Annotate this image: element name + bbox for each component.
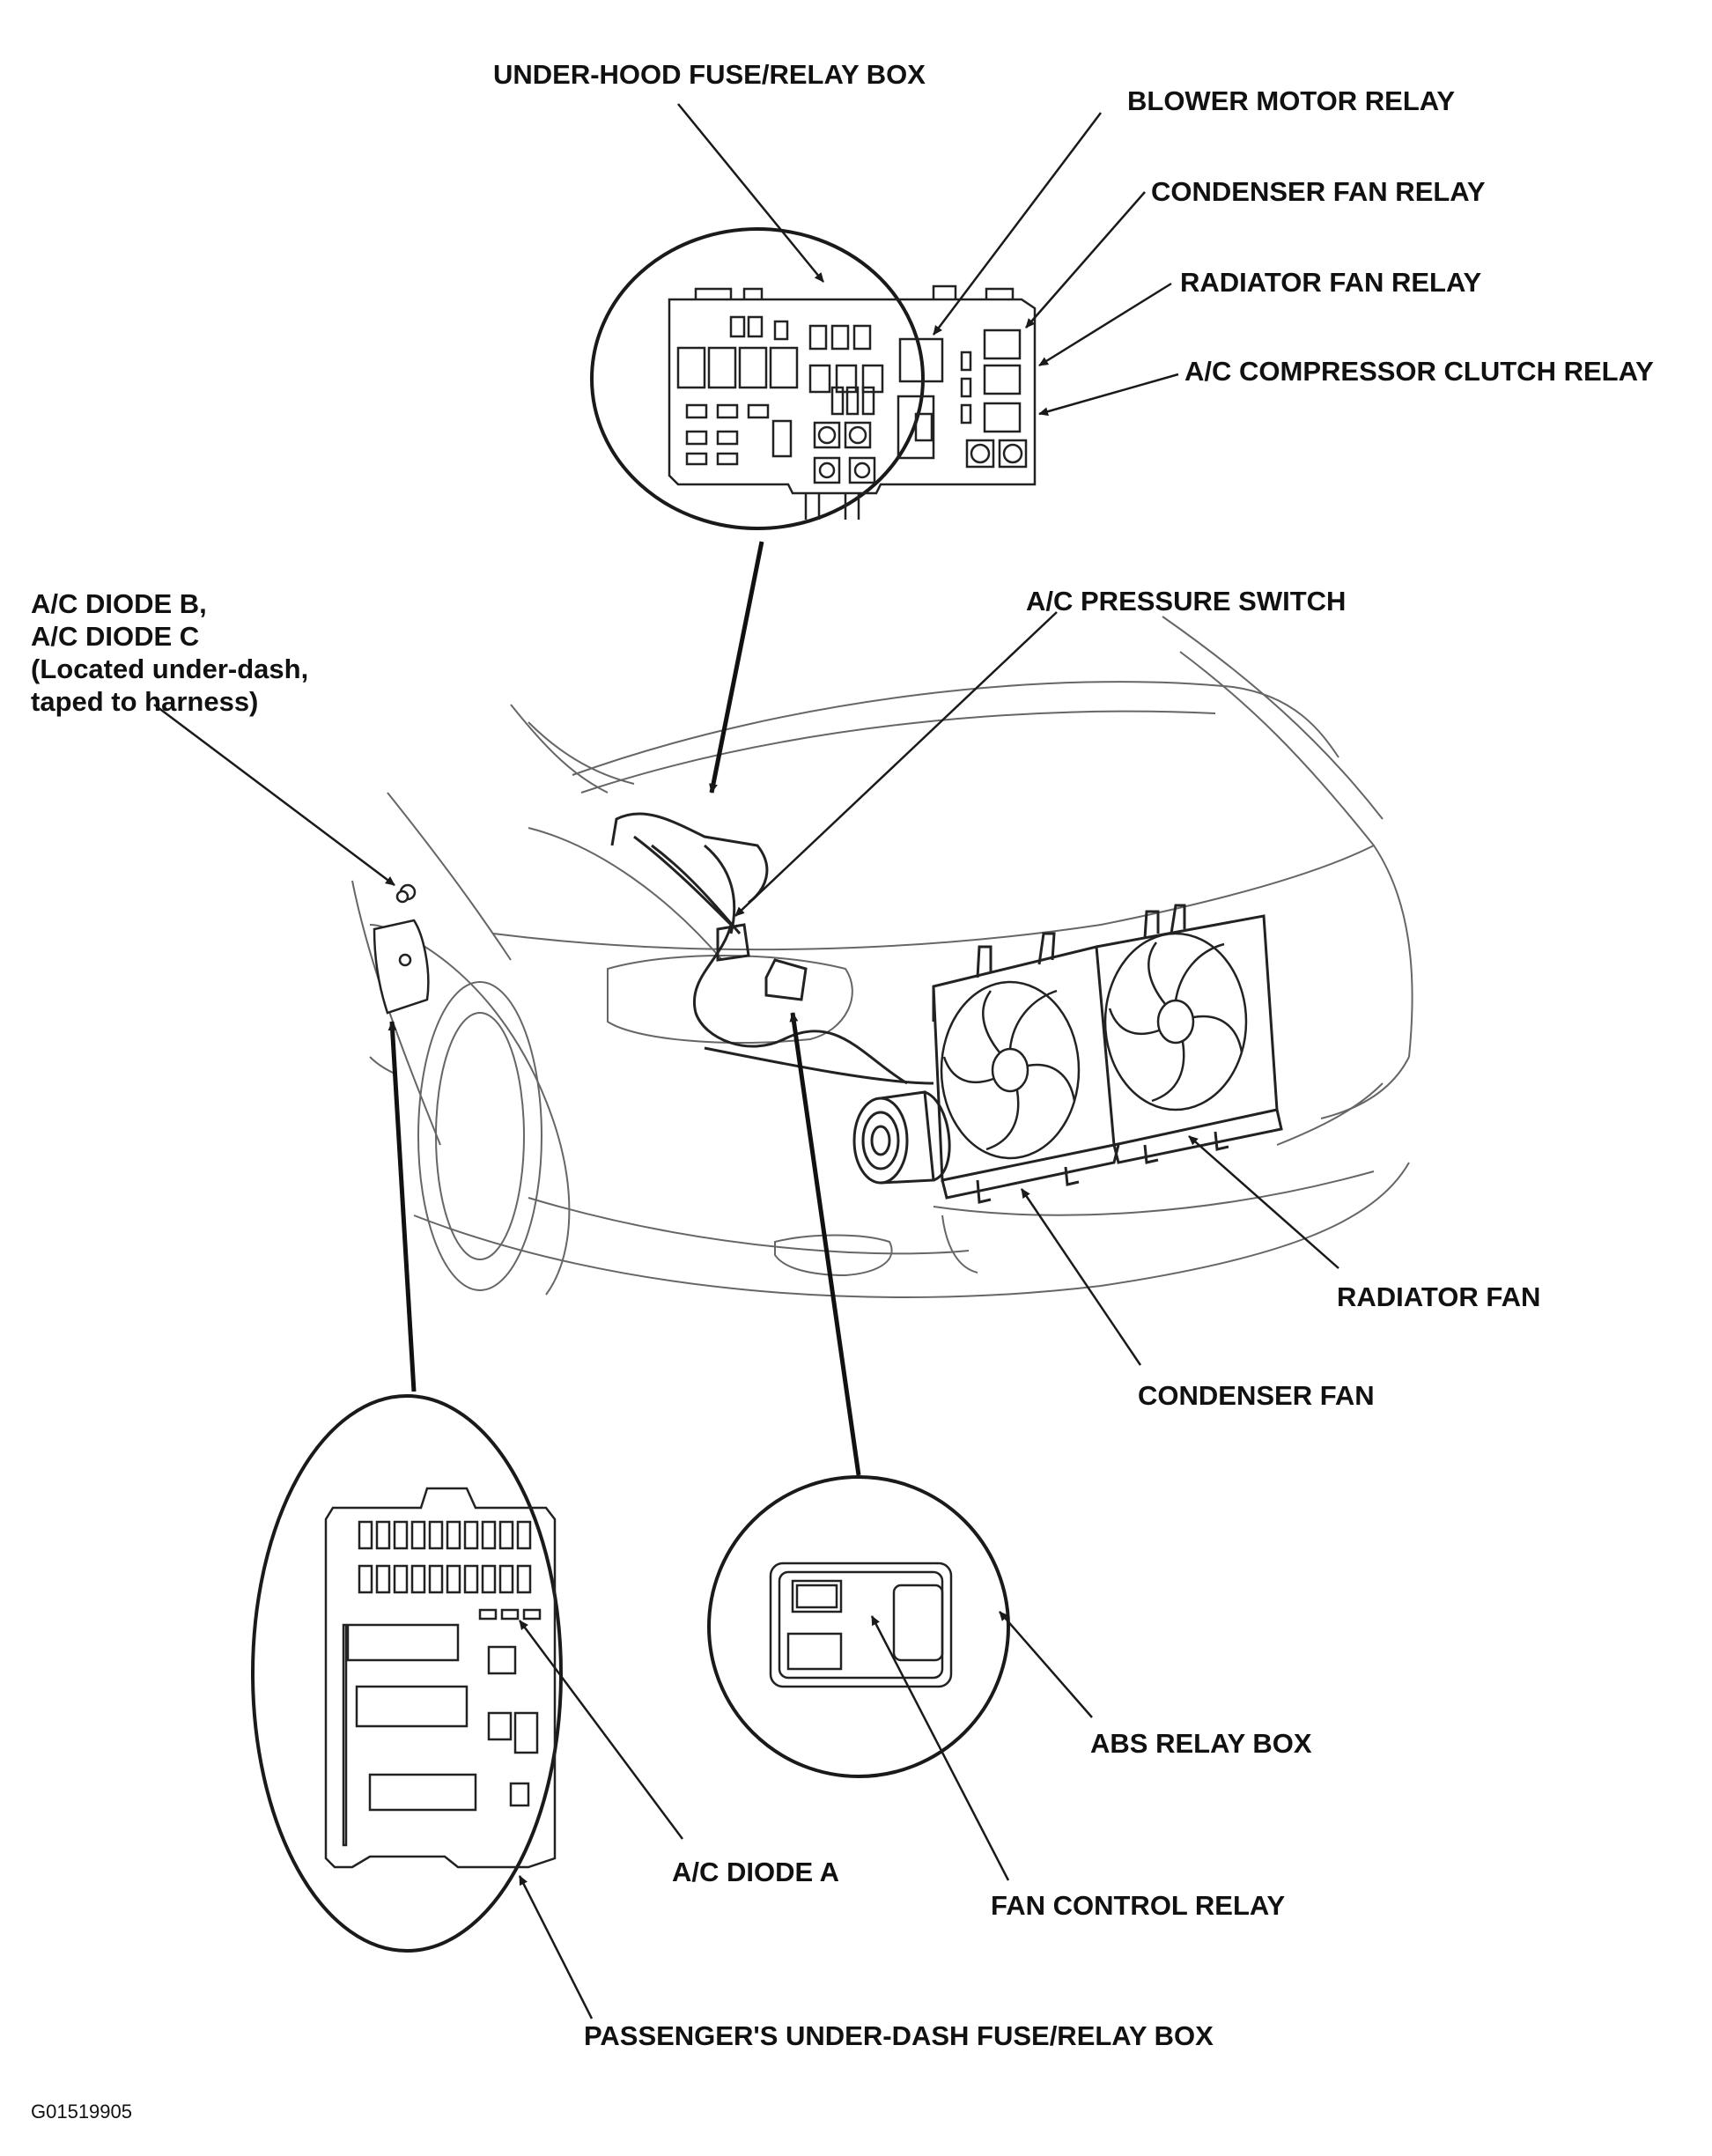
condenser-fan-blades xyxy=(940,980,1081,1160)
label-blower-motor-relay: BLOWER MOTOR RELAY xyxy=(1127,85,1456,116)
label-radiator-fan-relay: RADIATOR FAN RELAY xyxy=(1180,267,1482,298)
abs-relay-box-inset xyxy=(707,1475,1010,1778)
label-ac-pressure-switch: A/C PRESSURE SWITCH xyxy=(1026,586,1347,617)
label-under-hood-fuse-relay-box: UNDER-HOOD FUSE/RELAY BOX xyxy=(493,59,926,90)
leader-lines xyxy=(153,103,1339,2019)
compressor-pulley xyxy=(852,1090,951,1185)
radiator-fan-blades xyxy=(1103,932,1248,1111)
engine-harness xyxy=(610,812,934,1085)
locator-arrows xyxy=(387,541,861,1476)
label-condenser-fan-relay: CONDENSER FAN RELAY xyxy=(1151,176,1486,207)
passenger-box-inset xyxy=(251,1394,563,1953)
under-dash-bracket xyxy=(373,883,430,1015)
label-passengers-under-dash-fuse-relay-box: PASSENGER'S UNDER-DASH FUSE/RELAY BOX xyxy=(584,2020,1214,2051)
fan-assembly xyxy=(932,904,1283,1204)
figure-id: G01519905 xyxy=(31,2101,132,2123)
label-condenser-fan: CONDENSER FAN xyxy=(1138,1380,1375,1411)
label-ac-diode-a: A/C DIODE A xyxy=(672,1857,840,1887)
label-abs-relay-box: ABS RELAY BOX xyxy=(1090,1728,1312,1759)
label-ac-diode-b-c: A/C DIODE B, A/C DIODE C (Located under-… xyxy=(31,588,309,717)
label-fan-control-relay: FAN CONTROL RELAY xyxy=(991,1890,1286,1921)
label-radiator-fan: RADIATOR FAN xyxy=(1337,1281,1541,1312)
label-ac-compressor-clutch-relay: A/C COMPRESSOR CLUTCH RELAY xyxy=(1184,356,1654,387)
car-front-outline xyxy=(351,616,1413,1298)
under-hood-box-inset xyxy=(590,227,1037,530)
